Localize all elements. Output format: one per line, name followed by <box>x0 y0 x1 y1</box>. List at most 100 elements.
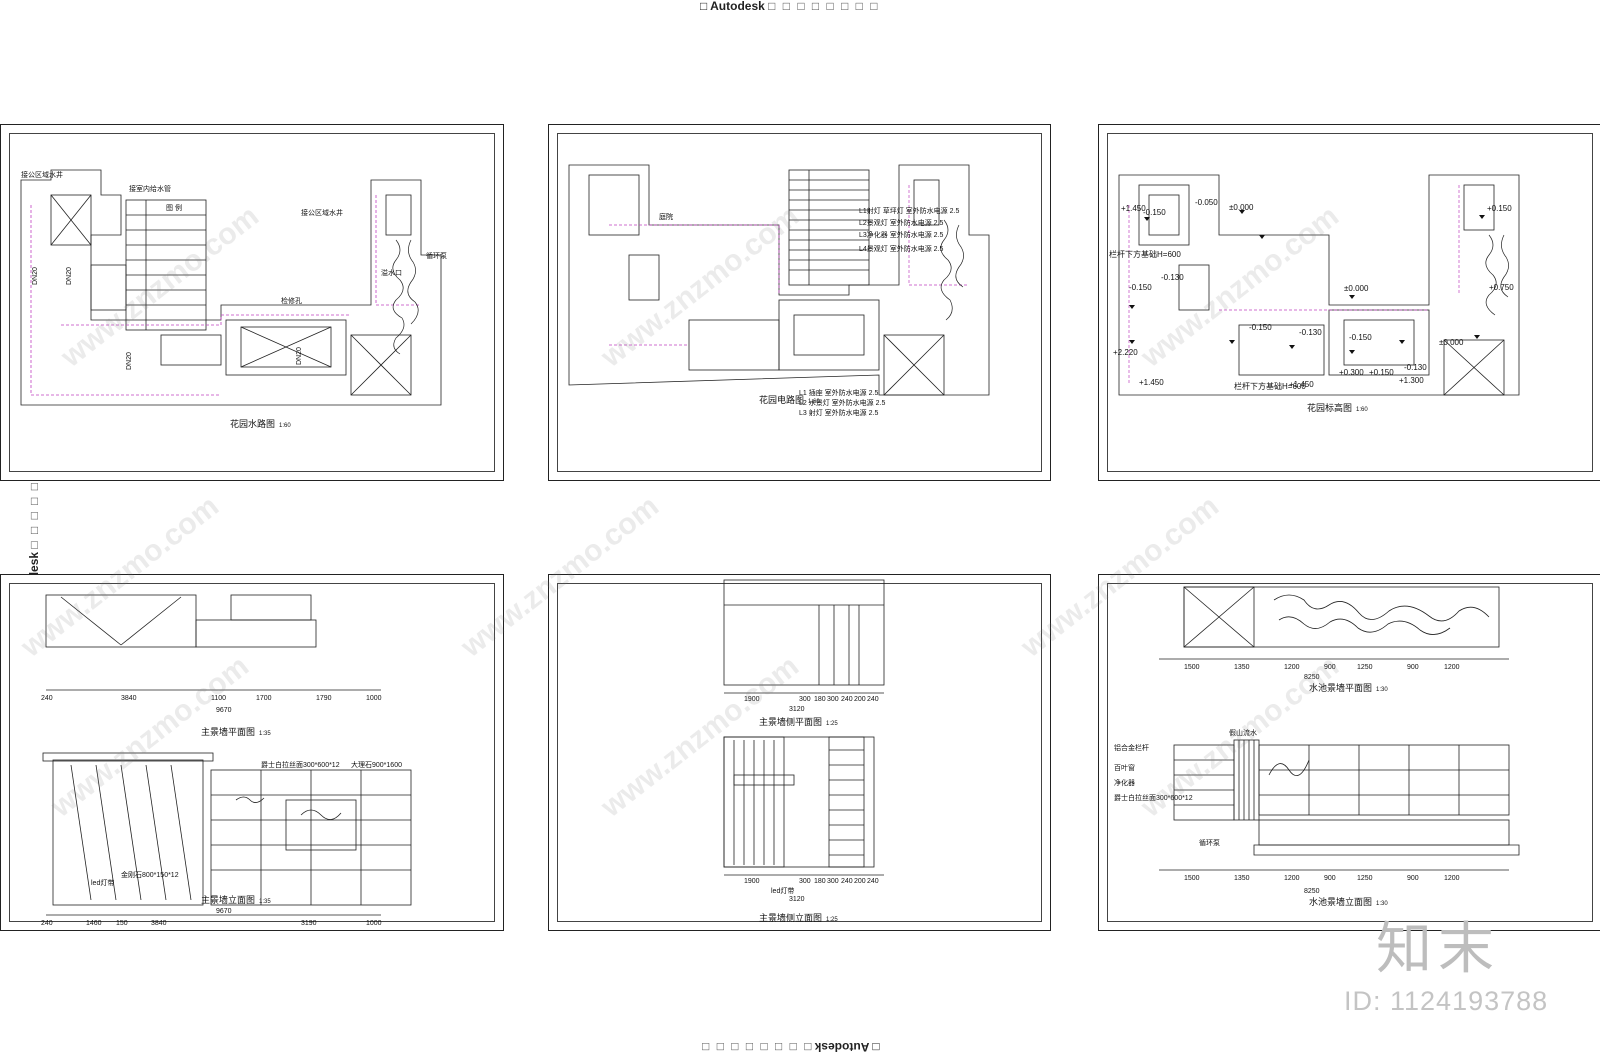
svg-text:3120: 3120 <box>789 706 805 713</box>
svg-text:1200: 1200 <box>1444 664 1460 671</box>
svg-text:+1.300: +1.300 <box>1399 376 1424 385</box>
pool-wall-drawing: 1500 1350 1200 900 1250 900 1200 8250 15… <box>1114 586 1520 895</box>
svg-text:1900: 1900 <box>744 696 760 703</box>
svg-text:L2景观灯 室外防水电源 2.5: L2景观灯 室外防水电源 2.5 <box>859 218 944 227</box>
svg-text:循环泵: 循环泵 <box>426 251 447 260</box>
svg-text:180: 180 <box>814 696 826 703</box>
svg-text:DN20: DN20 <box>32 267 39 285</box>
svg-text:L1 插座 室外防水电源 2.5: L1 插座 室外防水电源 2.5 <box>799 388 878 397</box>
svg-text:爵士白拉丝面300*600*12: 爵士白拉丝面300*600*12 <box>261 760 340 769</box>
sheet-frame <box>9 133 495 472</box>
svg-text:+0.750: +0.750 <box>1489 283 1514 292</box>
svg-text:3120: 3120 <box>789 896 805 903</box>
svg-text:-0.050: -0.050 <box>1195 198 1218 207</box>
svg-text:300: 300 <box>827 696 839 703</box>
sheet-level-plan[interactable]: +1.450 ±0.000 -0.150 -0.050 +0.150 -0.13… <box>1098 124 1600 481</box>
svg-text:9670: 9670 <box>216 908 232 915</box>
svg-text:±0.000: ±0.000 <box>1439 338 1464 347</box>
svg-text:led灯带: led灯带 <box>91 878 114 887</box>
svg-text:L3 射灯 室外防水电源 2.5: L3 射灯 室外防水电源 2.5 <box>799 408 878 417</box>
brand-logo: 知末 <box>1376 917 1500 982</box>
svg-text:1250: 1250 <box>1357 664 1373 671</box>
sheet-frame <box>557 133 1042 472</box>
svg-text:300: 300 <box>799 878 811 885</box>
svg-text:-0.150: -0.150 <box>1129 283 1152 292</box>
sheet-water-plan[interactable]: DN20 DN20 DN20 DN20 接公区域水井 接室内给水管 接公区域水井… <box>0 124 504 481</box>
svg-text:+1.450: +1.450 <box>1289 380 1314 389</box>
svg-text:240: 240 <box>841 878 853 885</box>
svg-text:栏杆下方基础H=600: 栏杆下方基础H=600 <box>1234 381 1306 391</box>
svg-text:1250: 1250 <box>1357 875 1373 882</box>
svg-text:L2 水景灯 室外防水电源 2.5: L2 水景灯 室外防水电源 2.5 <box>799 398 885 407</box>
svg-text:+1.450: +1.450 <box>1139 378 1164 387</box>
sheet-electric-plan[interactable]: 庭院 L1射灯 草坪灯 室外防水电源 2.5 L2景观灯 室外防水电源 2.5 … <box>548 124 1051 481</box>
svg-text:+0.300: +0.300 <box>1339 368 1364 377</box>
svg-text:庭院: 庭院 <box>659 212 673 221</box>
svg-text:图 例: 图 例 <box>166 203 182 212</box>
svg-text:1200: 1200 <box>1284 875 1300 882</box>
svg-text:9670: 9670 <box>216 707 232 714</box>
sheet-side-wall[interactable]: 1900 300 180 300 240 200 240 3120 1900 3… <box>548 574 1051 931</box>
svg-text:接室内给水管: 接室内给水管 <box>129 184 171 193</box>
sheet-pool-wall[interactable]: 1500 1350 1200 900 1250 900 1200 8250 15… <box>1098 574 1600 931</box>
svg-text:led灯带: led灯带 <box>771 886 794 895</box>
svg-text:+1.450: +1.450 <box>1121 204 1146 213</box>
svg-text:1350: 1350 <box>1234 664 1250 671</box>
svg-text:1500: 1500 <box>1184 664 1200 671</box>
svg-text:L4景观灯 室外防水电源 2.5: L4景观灯 室外防水电源 2.5 <box>859 244 944 253</box>
svg-text:金刚石800*150*12: 金刚石800*150*12 <box>121 870 179 879</box>
svg-text:-0.130: -0.130 <box>1161 273 1184 282</box>
svg-text:净化器: 净化器 <box>1114 778 1135 787</box>
svg-text:180: 180 <box>814 878 826 885</box>
main-wall-drawing: 240 3840 1100 1700 1790 1000 9670 240 14… <box>41 594 412 927</box>
svg-text:+0.150: +0.150 <box>1369 368 1394 377</box>
sheet-main-wall[interactable]: 240 3840 1100 1700 1790 1000 9670 240 14… <box>0 574 504 931</box>
electric-plan-drawing: 庭院 L1射灯 草坪灯 室外防水电源 2.5 L2景观灯 室外防水电源 2.5 … <box>568 164 990 417</box>
svg-text:-0.150: -0.150 <box>1143 208 1166 217</box>
svg-text:240: 240 <box>867 878 879 885</box>
svg-text:百叶窗: 百叶窗 <box>1114 763 1135 772</box>
side-wall-drawing: 1900 300 180 300 240 200 240 3120 1900 3… <box>723 579 885 903</box>
svg-text:-0.130: -0.130 <box>1299 328 1322 337</box>
svg-text:240: 240 <box>41 920 53 927</box>
svg-text:150: 150 <box>116 920 128 927</box>
svg-text:假山流水: 假山流水 <box>1229 728 1257 737</box>
svg-text:DN20: DN20 <box>66 267 73 285</box>
svg-text:8250: 8250 <box>1304 888 1320 895</box>
svg-text:1200: 1200 <box>1284 664 1300 671</box>
svg-text:1000: 1000 <box>366 695 382 702</box>
top-edge-label: □ Autodesk □ □ □ □ □ □ □ □ <box>700 0 880 13</box>
svg-text:L3净化器 室外防水电源 2.5: L3净化器 室外防水电源 2.5 <box>859 230 944 239</box>
svg-text:200: 200 <box>854 878 866 885</box>
svg-text:-0.130: -0.130 <box>1404 363 1427 372</box>
svg-text:-0.150: -0.150 <box>1249 323 1272 332</box>
svg-text:1900: 1900 <box>744 878 760 885</box>
svg-text:900: 900 <box>1324 875 1336 882</box>
svg-text:1700: 1700 <box>256 695 272 702</box>
svg-text:240: 240 <box>841 696 853 703</box>
svg-text:+2.220: +2.220 <box>1113 348 1138 357</box>
svg-text:3190: 3190 <box>301 920 317 927</box>
svg-text:栏杆下方基础H=600: 栏杆下方基础H=600 <box>1109 249 1181 259</box>
svg-text:200: 200 <box>854 696 866 703</box>
svg-text:大理石900*1600: 大理石900*1600 <box>351 760 402 769</box>
svg-text:1000: 1000 <box>366 920 382 927</box>
svg-text:300: 300 <box>799 696 811 703</box>
svg-text:3840: 3840 <box>151 920 167 927</box>
svg-text:240: 240 <box>41 695 53 702</box>
svg-text:300: 300 <box>827 878 839 885</box>
svg-text:DN20: DN20 <box>126 352 133 370</box>
svg-text:240: 240 <box>867 696 879 703</box>
svg-text:1500: 1500 <box>1184 875 1200 882</box>
svg-text:循环泵: 循环泵 <box>1199 838 1220 847</box>
water-plan-drawing: DN20 DN20 DN20 DN20 接公区域水井 接室内给水管 接公区域水井… <box>20 169 447 406</box>
svg-text:溢水口: 溢水口 <box>381 268 402 277</box>
